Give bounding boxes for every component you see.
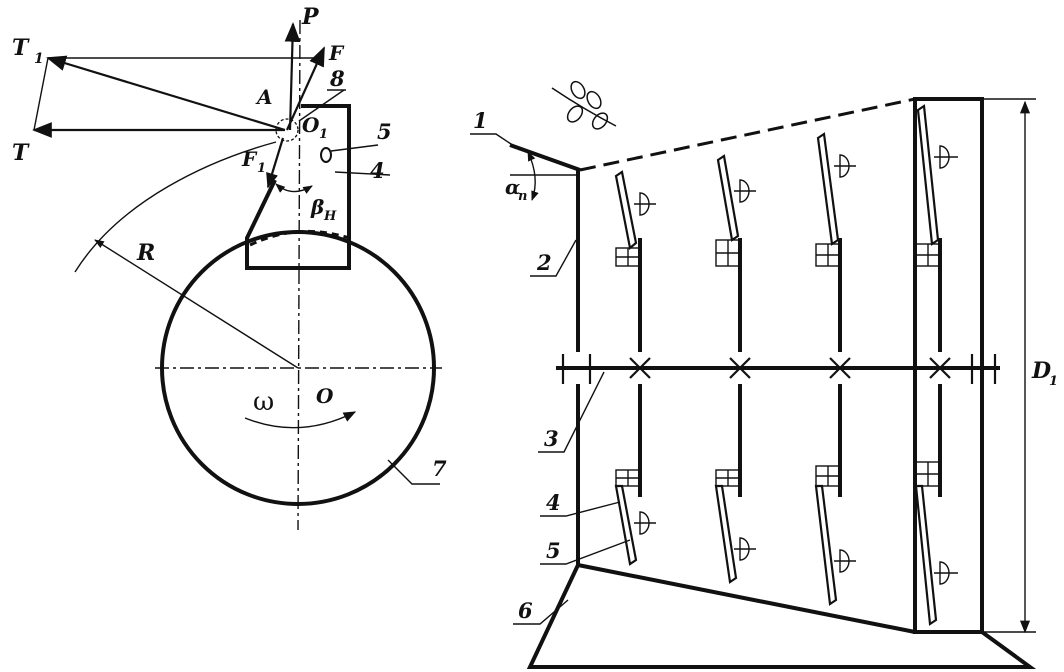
bottom-edge xyxy=(577,563,916,634)
label-2: 2 xyxy=(536,250,552,275)
label-f: F xyxy=(328,41,345,65)
force-f1-arrow xyxy=(266,137,285,189)
knife-upper-4 xyxy=(915,104,958,267)
label-alpha-n-sub: n xyxy=(518,189,527,204)
leader-7 xyxy=(387,459,440,485)
label-t1: T xyxy=(12,35,30,61)
label-8: 8 xyxy=(329,66,345,91)
label-t: T xyxy=(12,140,30,166)
label-t1-sub: 1 xyxy=(34,51,44,67)
hub-cross-1 xyxy=(629,357,651,379)
beta-arc-arrow xyxy=(275,183,313,194)
knife-upper-3 xyxy=(815,132,856,267)
label-f1: F xyxy=(241,147,258,171)
hub-cross-4 xyxy=(929,357,951,379)
label-5-right: 5 xyxy=(546,538,561,563)
leader-5-right xyxy=(540,539,631,565)
hub-cross-2 xyxy=(729,357,751,379)
leader-8 xyxy=(298,89,345,122)
label-7: 7 xyxy=(432,456,447,481)
label-p: P xyxy=(301,4,320,30)
radius-arc xyxy=(74,141,277,273)
label-5-left: 5 xyxy=(377,119,392,144)
knife-lower-3 xyxy=(814,465,856,606)
label-o: O xyxy=(316,384,334,408)
knife-lower-2 xyxy=(714,469,756,584)
label-4-left: 4 xyxy=(370,158,385,183)
top-dashed-edge xyxy=(579,97,916,172)
vertical-centerline xyxy=(297,19,301,531)
label-1: 1 xyxy=(473,108,488,133)
label-4-right: 4 xyxy=(546,490,561,515)
leader-6 xyxy=(513,599,569,625)
label-o1: O xyxy=(302,113,320,137)
pin-5-oval xyxy=(320,147,332,163)
leader-4 xyxy=(334,171,391,176)
force-p-arrow xyxy=(284,22,301,131)
point-a-circle xyxy=(275,118,299,142)
force-f-arrow xyxy=(285,46,326,131)
label-6: 6 xyxy=(518,598,533,623)
leader-3 xyxy=(538,371,605,453)
leader-4-right xyxy=(540,501,621,517)
label-3: 3 xyxy=(544,426,559,451)
leader-2 xyxy=(530,239,577,277)
label-beta-h: β xyxy=(310,195,324,219)
knife-lower-1 xyxy=(614,469,656,566)
label-a: A xyxy=(255,85,273,109)
left-figure xyxy=(32,19,442,531)
label-f1-sub: 1 xyxy=(257,161,266,176)
leader-1 xyxy=(470,133,521,151)
label-o1-sub: 1 xyxy=(319,127,328,142)
label-alpha-n: α xyxy=(505,175,520,199)
omega-rotation-arrow xyxy=(244,411,357,429)
knife-block xyxy=(245,104,351,270)
right-frame xyxy=(913,97,984,634)
knife-upper-1 xyxy=(614,170,656,267)
t1-t-connector xyxy=(33,57,49,131)
knife-upper-2 xyxy=(715,154,756,267)
label-beta-h-sub: H xyxy=(323,209,337,224)
block-dashed-arc xyxy=(249,230,350,247)
radius-r-arrow xyxy=(94,239,299,369)
inlet-blade-1 xyxy=(509,143,581,172)
knife-lower-4 xyxy=(914,461,958,626)
label-d1: D xyxy=(1031,358,1051,384)
force-t1-arrow xyxy=(46,55,286,132)
right-figure xyxy=(470,80,1037,669)
alpha-angle-arc xyxy=(527,151,539,201)
hub-cross-3 xyxy=(829,357,851,379)
leader-5 xyxy=(330,144,379,152)
leaf-decoration xyxy=(551,80,617,130)
base-6 xyxy=(526,564,1037,669)
label-r: R xyxy=(136,240,155,266)
label-d1-sub: 1 xyxy=(1049,374,1058,389)
label-omega: ω xyxy=(253,387,274,417)
